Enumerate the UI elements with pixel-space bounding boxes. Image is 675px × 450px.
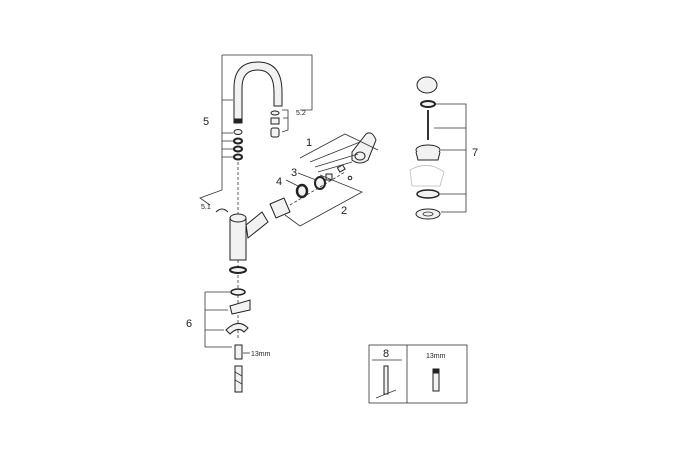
callout-2: 2 (341, 205, 347, 217)
callout-6: 6 (186, 318, 192, 330)
handle-assembly: 1 2 3 4 (269, 132, 379, 227)
callout-1: 1 (306, 137, 312, 149)
callout-7: 7 (472, 147, 478, 159)
callout-8: 8 (383, 348, 389, 360)
callout-5-2: 5.2 (296, 110, 306, 117)
wrench-size-left: 13mm (251, 351, 271, 358)
callout-5: 5 (203, 116, 209, 128)
callout-3: 3 (291, 167, 297, 179)
spout-assembly: 5 5.2 5.1 (199, 54, 313, 215)
tool-box: 8 13mm (368, 344, 468, 404)
clip-part (215, 208, 229, 213)
callout-5-1: 5.1 (201, 204, 211, 211)
callout-4: 4 (276, 176, 282, 188)
tap-body: 6 13mm (186, 211, 271, 393)
waste-assembly: 7 (409, 76, 478, 220)
wrench-size-box: 13mm (426, 353, 446, 360)
